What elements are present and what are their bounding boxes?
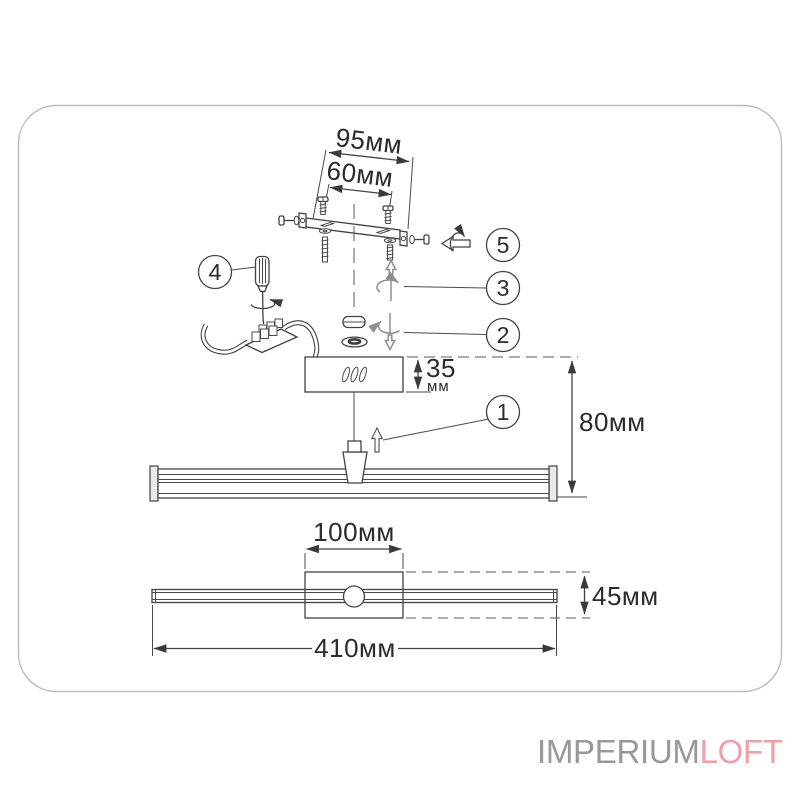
canopy-width-label: 100мм	[313, 517, 395, 547]
depth-label: 45мм	[592, 581, 659, 611]
callout-1: 1	[382, 394, 521, 441]
canopy-height-value: 35	[426, 353, 456, 383]
canopy-top-view	[304, 571, 404, 619]
bracket-screws	[278, 196, 430, 263]
callout-2-number: 2	[497, 322, 510, 348]
depth-dimension: 45мм	[406, 571, 659, 619]
callout-5-number: 5	[497, 232, 510, 258]
light-bar-side-view	[149, 440, 558, 502]
callout-3: 3	[403, 270, 521, 306]
attach-up-icon	[370, 426, 384, 453]
canopy-height-dimension: 35 мм	[406, 353, 578, 395]
wall-offset-dimension: 80мм	[557, 360, 646, 498]
brand-logo-loft: LOFT	[700, 733, 783, 770]
light-bar-top-view	[151, 571, 558, 619]
rotate-out-icon	[440, 223, 471, 252]
length-dimension: 410мм	[152, 605, 557, 663]
brand-logo: IMPERIUMLOFT	[537, 733, 783, 770]
callout-4-number: 4	[209, 259, 222, 285]
mounting-bracket	[298, 212, 408, 247]
brand-logo-imperium: IMPERIUM	[537, 733, 700, 770]
diagram-frame-border	[17, 104, 783, 693]
screwdriver-icon	[250, 255, 284, 325]
canopy-width-dimension: 100мм	[304, 517, 404, 569]
callout-4: 4	[197, 254, 257, 290]
callout-3-number: 3	[497, 275, 510, 301]
stem-hole-top-view	[342, 585, 366, 608]
callout-5: 5	[485, 227, 521, 263]
wall-offset-label: 80мм	[579, 407, 646, 437]
canopy-height-unit: мм	[427, 378, 450, 395]
callout-1-number: 1	[497, 399, 510, 425]
length-label: 410мм	[314, 633, 396, 663]
canopy-box	[304, 356, 404, 393]
screw-down-icon	[368, 313, 400, 352]
knurled-washer	[341, 336, 368, 348]
unscrew-up-icon	[376, 258, 399, 301]
wire-terminal-block	[200, 318, 320, 359]
stem-nut	[342, 315, 366, 329]
callout-2: 2	[403, 317, 521, 353]
